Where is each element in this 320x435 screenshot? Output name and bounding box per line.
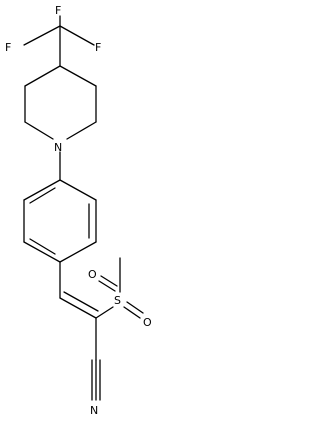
structure-diagram: F F F N S O O N — [0, 0, 159, 435]
atom-o-right: O — [143, 316, 152, 329]
atom-n-piperidine: N — [54, 141, 62, 154]
bond-pip-6 — [24, 65, 61, 87]
bond-c-s — [95, 306, 114, 319]
bond-s-o-double-a — [126, 301, 144, 314]
bond-cf-left — [23, 25, 61, 46]
benzene-ring — [23, 179, 97, 263]
bond-pip-3 — [66, 121, 97, 140]
bond-vinyl-double-b — [63, 291, 99, 312]
bond-s-o2-a — [100, 275, 118, 287]
bond-pip-4 — [24, 121, 54, 140]
atom-s: S — [114, 294, 121, 307]
molecule-drawing: F F F N S O O N — [5, 4, 152, 417]
atom-n-nitrile: N — [90, 404, 98, 417]
bond-ar-double-2 — [29, 238, 56, 255]
atom-f-left: F — [5, 41, 11, 54]
bond-s-o-double-b — [123, 306, 141, 319]
bond-ar-6 — [23, 179, 61, 201]
bond-pip-1 — [59, 65, 97, 87]
bond-ar-3 — [59, 241, 97, 263]
bond-ar-double-3 — [29, 187, 56, 204]
bond-ar-4 — [23, 241, 61, 263]
bond-vinyl-double-a — [59, 297, 97, 319]
atom-f-right: F — [95, 41, 101, 54]
atom-f-top: F — [55, 4, 61, 17]
bond-cf-right — [59, 25, 95, 46]
vinyl-sulfone-nitrile — [59, 257, 144, 401]
trifluoromethyl-group — [23, 15, 95, 67]
bond-ar-1 — [59, 179, 97, 201]
bond-s-o2-b — [98, 280, 116, 292]
atom-o-left: O — [88, 268, 97, 281]
piperidine-ring — [24, 65, 97, 140]
